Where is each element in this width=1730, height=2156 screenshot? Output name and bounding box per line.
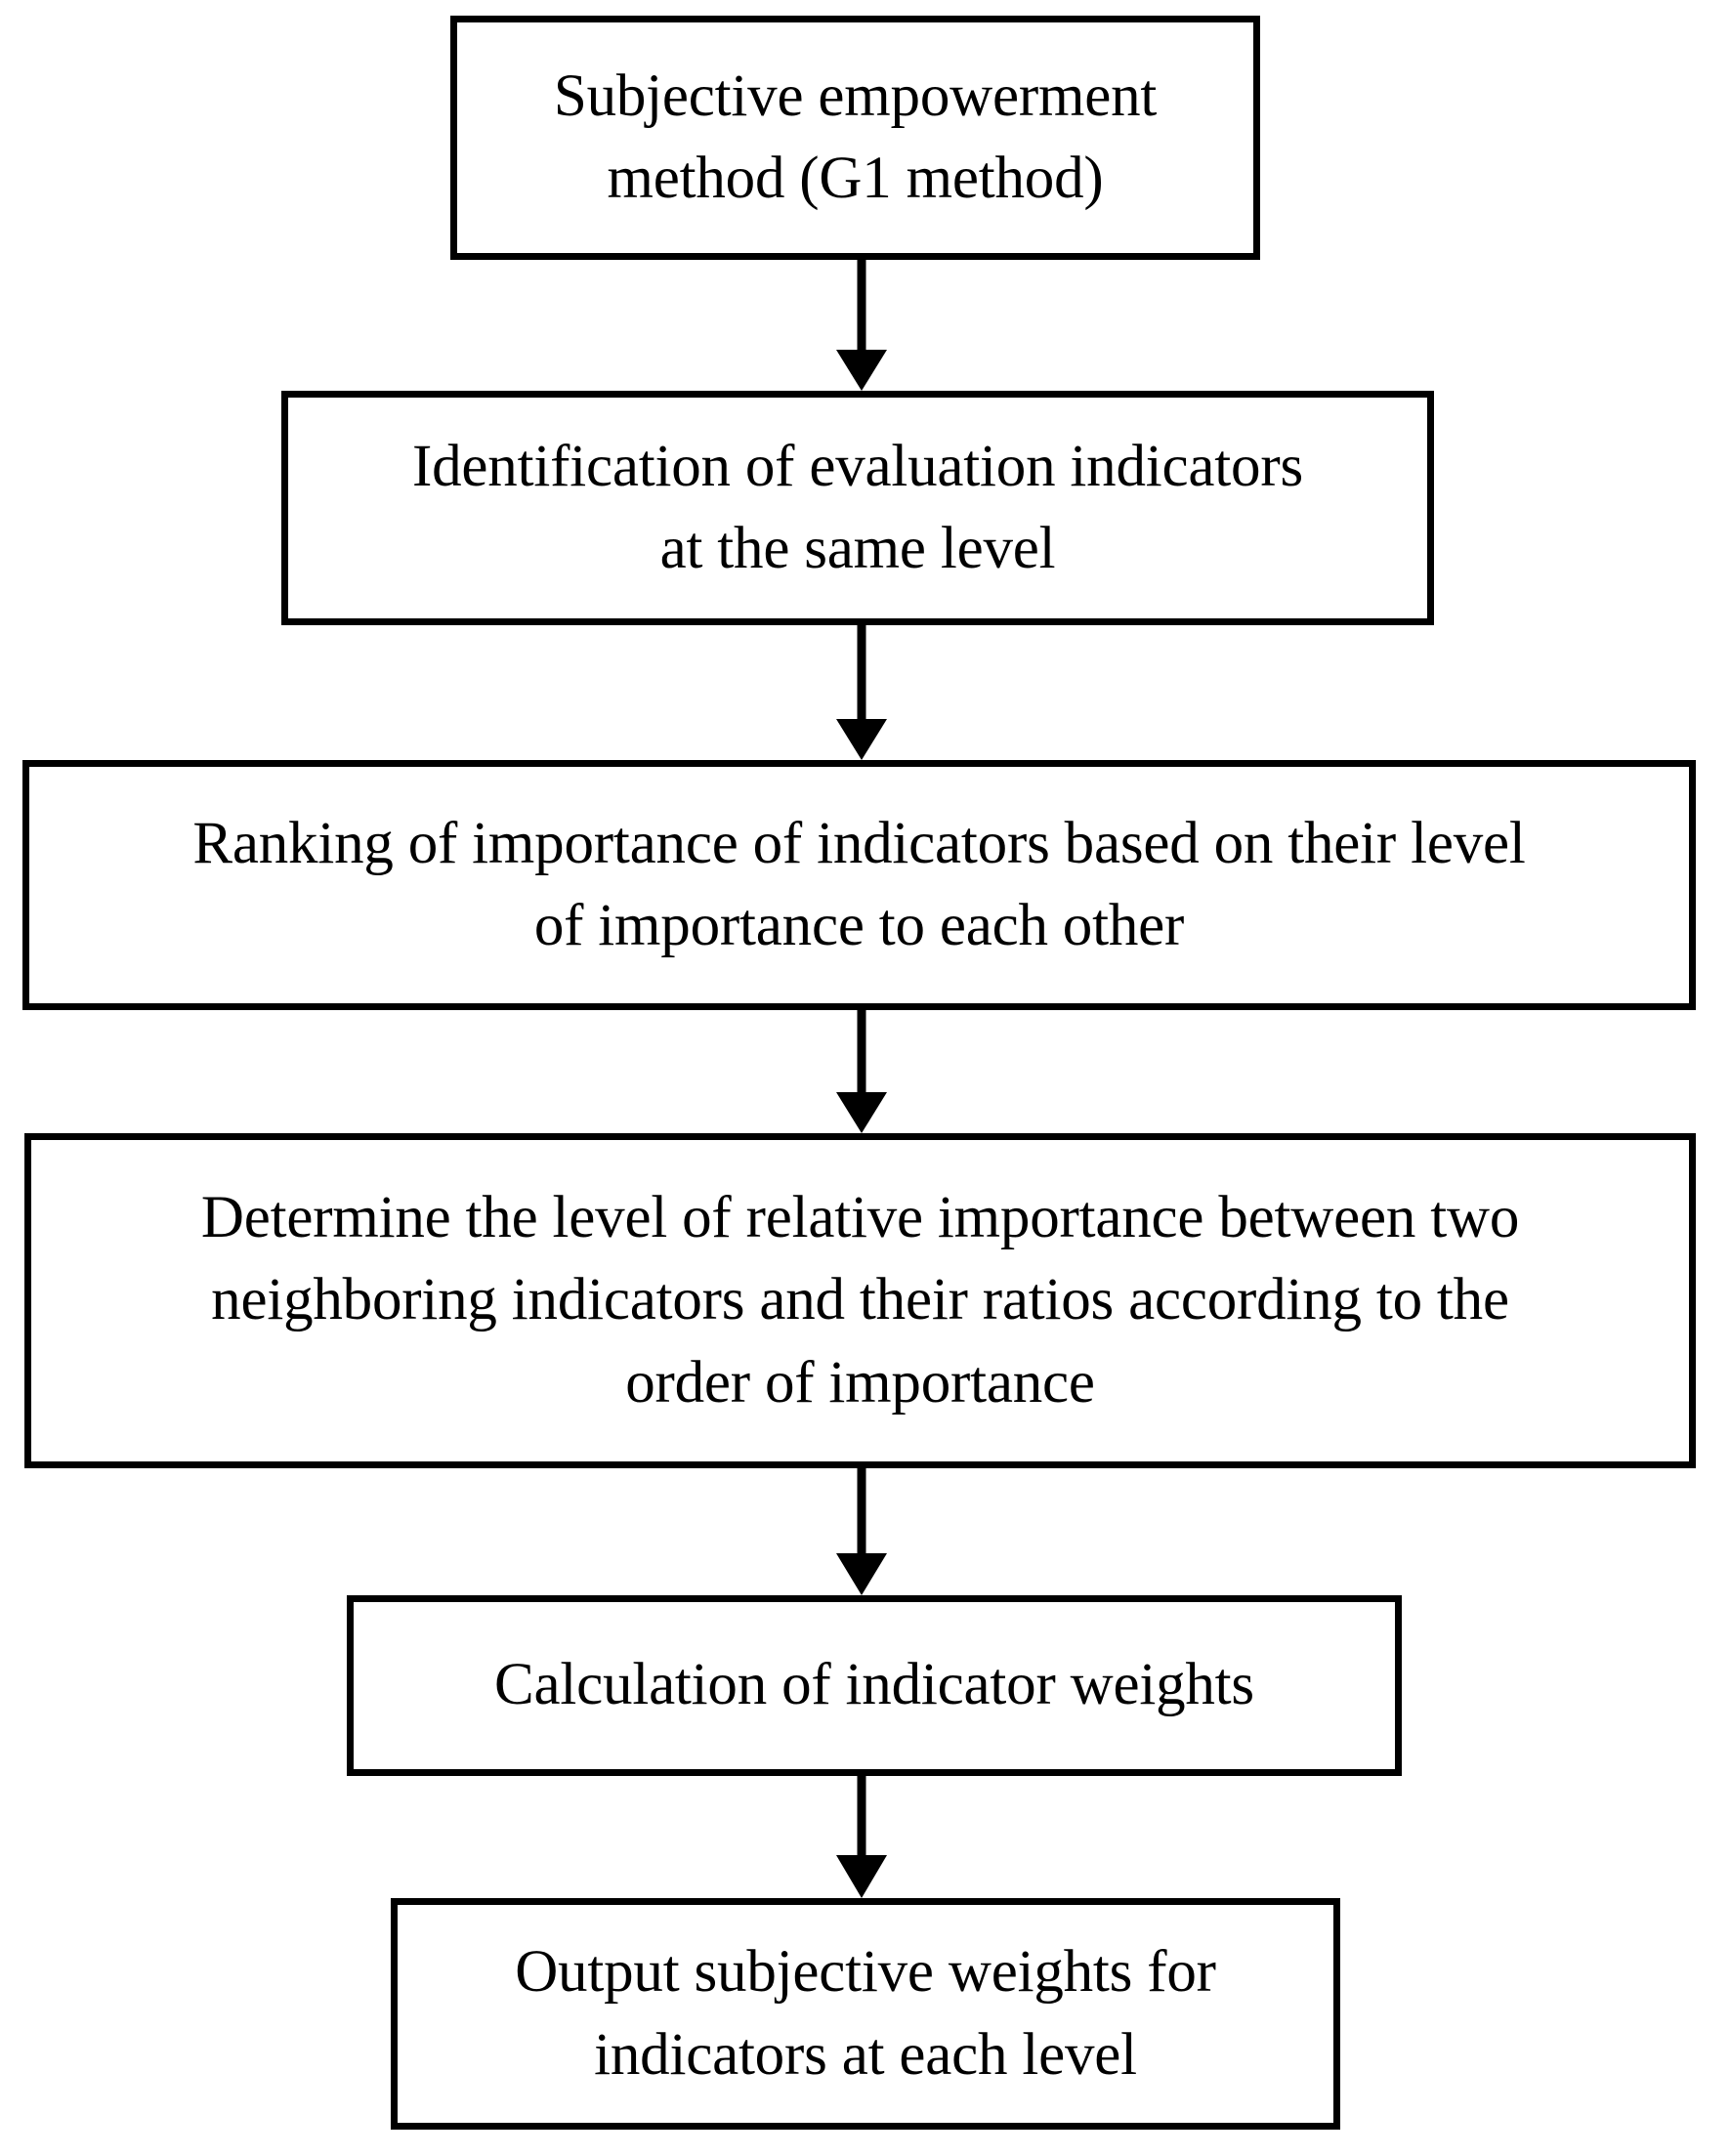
- flow-node-label: Ranking of importance of indicators base…: [192, 810, 1526, 958]
- flow-node-ranking-of-importance[interactable]: Ranking of importance of indicators base…: [22, 760, 1696, 1010]
- arrow-node4-to-node5: [836, 1468, 887, 1595]
- arrow-head-icon: [836, 1553, 887, 1595]
- flow-node-output-subjective-weights[interactable]: Output subjective weights for indicators…: [391, 1898, 1340, 2130]
- arrow-node2-to-node3: [836, 625, 887, 760]
- arrow-node1-to-node2: [836, 260, 887, 391]
- flow-node-identification-of-evaluation-indicators[interactable]: Identification of evaluation indicators …: [281, 391, 1434, 625]
- flow-node-label: Identification of evaluation indicators …: [412, 433, 1303, 581]
- arrow-node5-to-node6: [836, 1776, 887, 1898]
- arrow-head-icon: [836, 719, 887, 760]
- flow-node-label: Subjective empowerment method (G1 method…: [553, 63, 1158, 211]
- flow-node-determine-relative-importance[interactable]: Determine the level of relative importan…: [24, 1133, 1696, 1468]
- flow-node-subjective-empowerment-method[interactable]: Subjective empowerment method (G1 method…: [450, 16, 1260, 260]
- arrow-node3-to-node4: [836, 1010, 887, 1133]
- arrow-head-icon: [836, 1092, 887, 1133]
- flow-node-label: Output subjective weights for indicators…: [515, 1939, 1216, 2088]
- flow-node-label: Calculation of indicator weights: [494, 1652, 1254, 1718]
- flow-node-calculation-of-indicator-weights[interactable]: Calculation of indicator weights: [347, 1595, 1402, 1776]
- arrow-head-icon: [836, 1855, 887, 1898]
- arrow-head-icon: [836, 350, 887, 391]
- flow-node-label: Determine the level of relative importan…: [200, 1185, 1520, 1416]
